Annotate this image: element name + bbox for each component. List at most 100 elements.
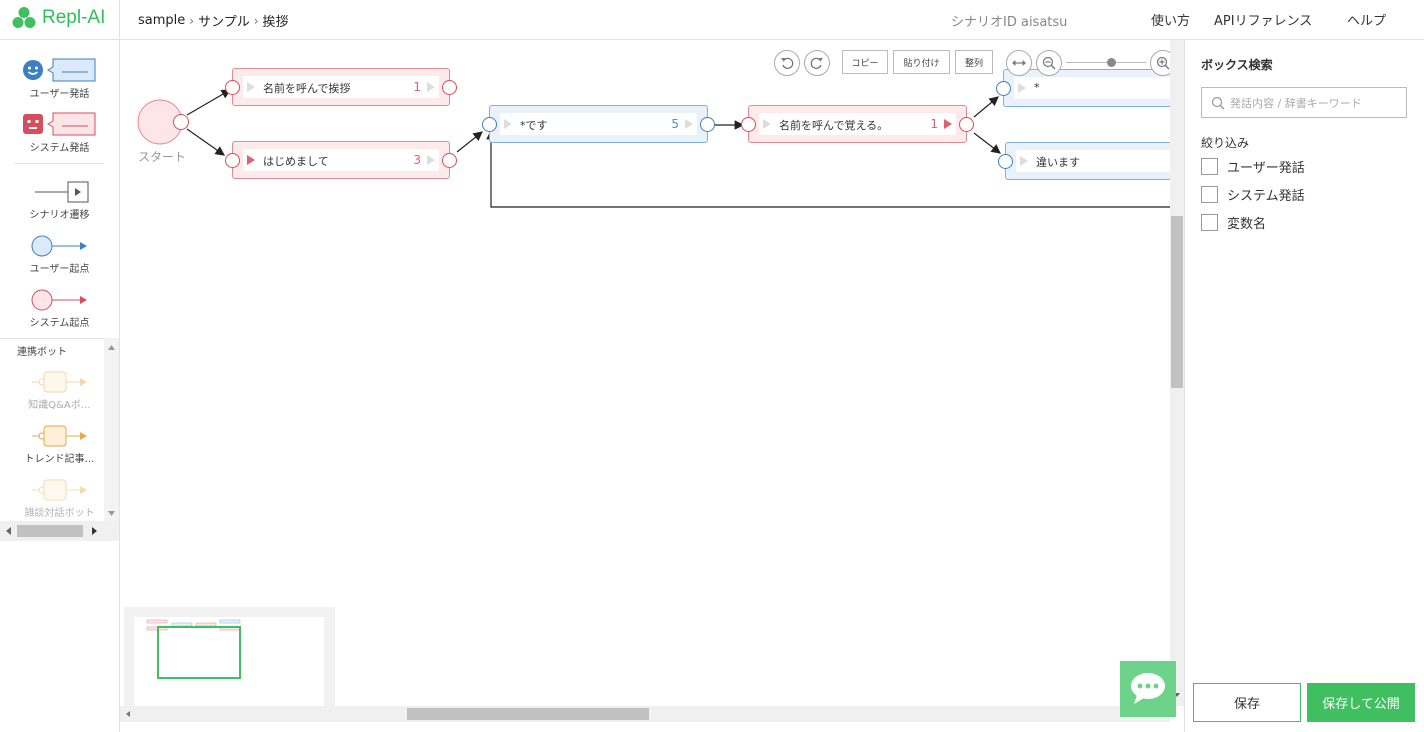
palette-scenario-transition-label: シナリオ遷移	[29, 210, 90, 221]
node-content: *	[1014, 77, 1184, 99]
palette-bot-trend-article[interactable]	[0, 424, 119, 451]
system-start-icon	[31, 289, 87, 311]
chat-bubble-icon	[1131, 673, 1165, 704]
zoom-out-button[interactable]	[1036, 50, 1062, 76]
node-output-port[interactable]	[442, 80, 457, 95]
filter-system-utterance[interactable]: システム発話	[1201, 185, 1305, 204]
system-utterance-icon	[22, 112, 95, 136]
box-search-title: ボックス検索	[1201, 58, 1273, 72]
minimap[interactable]	[124, 607, 335, 712]
minimap-content	[134, 617, 324, 712]
box-search-field[interactable]	[1201, 87, 1407, 118]
save-and-publish-button[interactable]: 保存して公開	[1307, 683, 1415, 722]
palette-vertical-scrollbar[interactable]	[104, 338, 119, 521]
breadcrumb-bot[interactable]: サンプル	[198, 15, 250, 30]
breadcrumb-separator: ›	[189, 13, 195, 28]
redo-icon	[810, 57, 823, 69]
bot-trend-article-icon	[31, 425, 87, 447]
app-header: Repl-AI sample › サンプル › 挨拶 シナリオID aisats…	[0, 0, 1424, 40]
play-icon	[247, 82, 255, 92]
play-icon	[247, 155, 255, 165]
palette-bot-trend-article-label: トレンド記事…	[24, 454, 95, 465]
filter-variable-name[interactable]: 変数名	[1201, 213, 1266, 232]
node-user-chigaimasu[interactable]: 違います	[998, 142, 1184, 180]
zoom-slider-handle[interactable]	[1107, 58, 1116, 67]
canvas-horizontal-scrollbar[interactable]	[120, 706, 1170, 722]
filter-user-utterance-label: ユーザー発話	[1227, 161, 1305, 176]
filter-variable-name-checkbox[interactable]	[1201, 214, 1218, 231]
box-search-panel: ボックス検索 絞り込み ユーザー発話 システム発話 変数名 保存 保存して公開	[1184, 40, 1424, 732]
canvas-vscroll-thumb-icon	[1171, 216, 1183, 697]
undo-button[interactable]	[774, 50, 800, 76]
undo-icon	[781, 57, 794, 69]
arrange-button[interactable]: 整列	[955, 50, 993, 74]
node-input-port[interactable]	[998, 154, 1013, 169]
node-system-greet-by-name[interactable]: 名前を呼んで挨拶 1	[225, 68, 457, 106]
filter-user-utterance[interactable]: ユーザー発話	[1201, 157, 1305, 176]
user-start-icon	[31, 235, 87, 257]
filter-user-utterance-checkbox[interactable]	[1201, 158, 1218, 175]
node-input-port[interactable]	[225, 80, 240, 95]
node-user-desu[interactable]: *です 5	[482, 105, 715, 143]
play-icon	[763, 119, 771, 129]
node-output-port[interactable]	[959, 117, 974, 132]
scenario-id: シナリオID aisatsu	[951, 15, 1068, 30]
zoom-slider[interactable]	[1066, 58, 1146, 67]
play-icon	[504, 119, 512, 129]
fit-width-button[interactable]	[1006, 50, 1032, 76]
palette-bot-knowledge-qa[interactable]	[0, 370, 119, 397]
start-label: スタート	[138, 150, 187, 164]
palette-system-start[interactable]	[0, 288, 119, 315]
node-count: 1	[413, 80, 421, 94]
zoom-in-icon	[1156, 56, 1170, 70]
breadcrumb-separator: ›	[253, 13, 259, 28]
node-input-port[interactable]	[225, 153, 240, 168]
palette-bot-chitchat[interactable]	[0, 478, 119, 505]
palette-horizontal-scrollbar[interactable]	[0, 521, 119, 541]
app-logo-text: Repl-AI	[42, 7, 106, 28]
filter-title: 絞り込み	[1201, 136, 1250, 150]
node-content: 名前を呼んで挨拶 1	[243, 76, 439, 98]
node-content: 名前を呼んで覚える。 1	[759, 113, 956, 135]
app-logo[interactable]: Repl-AI	[12, 6, 105, 30]
canvas-vertical-scrollbar[interactable]	[1170, 40, 1184, 706]
nav-usage-link[interactable]: 使い方	[1151, 14, 1191, 29]
filter-system-utterance-label: システム発話	[1227, 189, 1305, 204]
chat-button[interactable]	[1120, 661, 1176, 717]
filter-variable-name-label: 変数名	[1227, 217, 1267, 232]
filter-system-utterance-checkbox[interactable]	[1201, 186, 1218, 203]
play-icon	[685, 119, 693, 129]
start-node[interactable]	[136, 98, 192, 154]
box-search-input[interactable]	[1228, 94, 1398, 112]
node-count: 1	[930, 117, 938, 131]
save-button[interactable]: 保存	[1193, 683, 1301, 722]
palette-user-start[interactable]	[0, 234, 119, 261]
node-input-port[interactable]	[741, 117, 756, 132]
node-input-port[interactable]	[482, 117, 497, 132]
node-input-port[interactable]	[996, 81, 1011, 96]
node-output-port[interactable]	[442, 153, 457, 168]
minimap-viewport[interactable]	[157, 626, 241, 679]
nav-help-link[interactable]: ヘルプ	[1347, 14, 1387, 29]
palette-scrollbar-thumb-icon	[6, 525, 97, 537]
header-divider	[119, 0, 120, 40]
scenario-canvas[interactable]: スタート 名前を呼んで挨拶 1 はじめまして 3 *です 5	[120, 40, 1184, 732]
node-system-hajimemashite[interactable]: はじめまして 3	[225, 141, 457, 179]
node-user-wildcard[interactable]: *	[996, 69, 1184, 107]
paste-button[interactable]: 貼り付け	[893, 50, 950, 74]
canvas-hscroll-thumb-icon	[126, 708, 649, 720]
search-icon	[1211, 96, 1225, 110]
palette-user-utterance[interactable]	[0, 57, 119, 90]
bot-knowledge-qa-icon	[31, 371, 87, 393]
node-count: 5	[671, 117, 679, 131]
node-text: *です	[520, 119, 548, 132]
bot-chitchat-icon	[31, 479, 87, 501]
palette-scenario-transition[interactable]	[0, 180, 119, 207]
node-output-port[interactable]	[700, 117, 715, 132]
breadcrumb-project[interactable]: sample	[138, 13, 186, 28]
redo-button[interactable]	[804, 50, 830, 76]
node-system-remember-name[interactable]: 名前を呼んで覚える。 1	[741, 105, 974, 143]
copy-button[interactable]: コピー	[842, 50, 888, 74]
palette-system-utterance[interactable]	[0, 111, 119, 144]
nav-api-reference-link[interactable]: APIリファレンス	[1214, 14, 1313, 29]
